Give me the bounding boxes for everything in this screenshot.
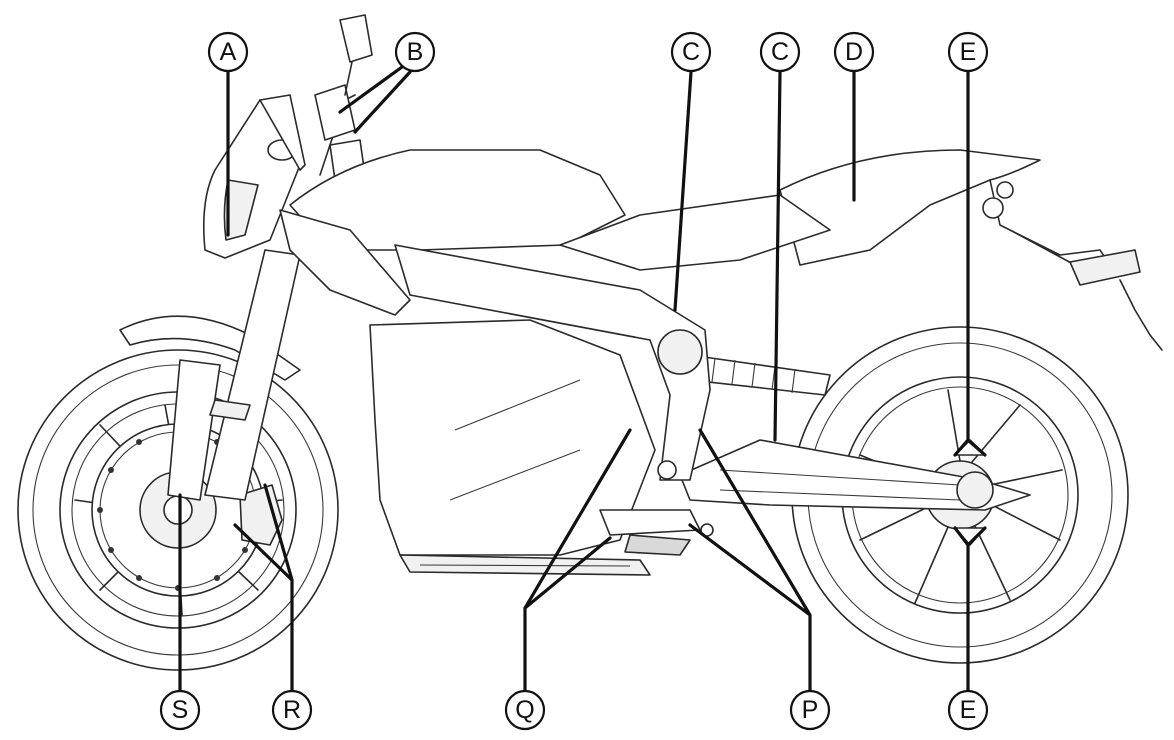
leader-c1 <box>673 70 693 312</box>
motorcycle-illustration <box>17 14 1163 671</box>
callout-d-label: D <box>845 38 863 66</box>
callout-a: A <box>207 31 249 73</box>
leader-c2 <box>773 70 782 442</box>
leader-b <box>338 65 412 134</box>
leader-p <box>688 428 812 692</box>
callout-p: P <box>789 689 831 731</box>
callout-p-label: P <box>802 696 819 724</box>
callout-b: B <box>394 31 436 73</box>
callout-c1: C <box>670 31 712 73</box>
rear-shock <box>689 354 831 396</box>
frame <box>394 244 711 481</box>
handlebar <box>314 14 373 181</box>
tank-bodywork <box>279 149 831 316</box>
callout-c1-label: C <box>682 38 700 66</box>
callout-q-label: Q <box>515 696 534 724</box>
leader-q <box>523 428 632 692</box>
callout-e2-label: E <box>960 696 977 724</box>
leader-e2 <box>953 526 987 692</box>
callout-e1: E <box>947 31 989 73</box>
callout-s-label: S <box>172 696 189 724</box>
callout-s: S <box>159 689 201 731</box>
callout-d: D <box>833 31 875 73</box>
leader-r <box>233 483 294 692</box>
leader-lines <box>178 65 987 692</box>
callout-r-label: R <box>283 696 301 724</box>
callout-r: R <box>271 689 313 731</box>
footpeg-area <box>599 509 714 556</box>
tail-section <box>779 149 1163 351</box>
callout-e1-label: E <box>960 38 977 66</box>
callout-e2: E <box>947 689 989 731</box>
callout-q: Q <box>504 689 546 731</box>
callout-a-label: A <box>220 38 237 66</box>
battery-fairing <box>369 319 656 576</box>
front-fender <box>119 315 301 381</box>
front-fork <box>167 249 301 501</box>
leader-e1 <box>953 70 987 457</box>
callout-c2: C <box>759 31 801 73</box>
callout-b-label: B <box>407 38 424 66</box>
callout-c2-label: C <box>771 38 789 66</box>
